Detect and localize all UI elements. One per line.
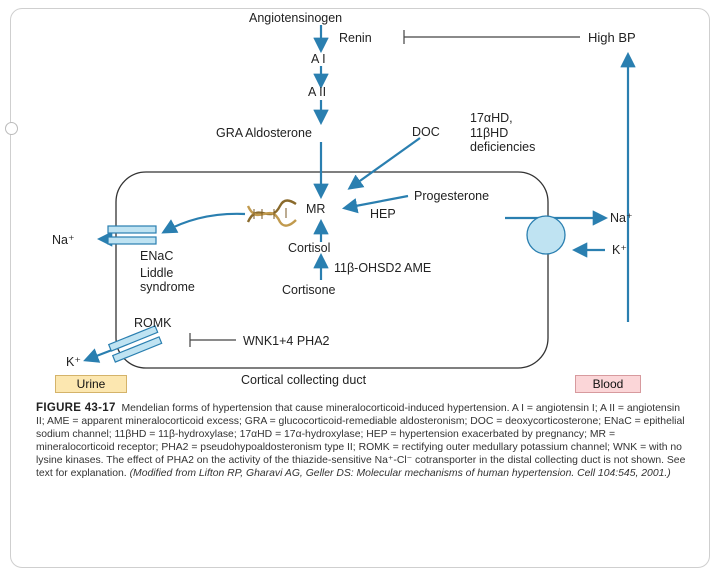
deficiency-label-3: deficiencies: [470, 140, 535, 154]
arrow-doc-to-mr: [347, 137, 421, 190]
liddle-label-2: syndrome: [140, 280, 195, 294]
channel-icon: [107, 325, 163, 363]
k-left-label: K⁺: [66, 355, 81, 369]
gra-aldosterone-label: GRA Aldosterone: [216, 126, 312, 140]
na-left-label: Na⁺: [52, 233, 75, 247]
caption-citation: (Modified from Lifton RP, Gharavi AG, Ge…: [129, 468, 671, 479]
pathway-diagram: Angiotensinogen Renin High BP A I A II G…: [52, 11, 636, 387]
deficiency-label-2: 11βHD: [470, 126, 508, 140]
caption-text: Mendelian forms of hypertension that cau…: [36, 403, 686, 479]
cortisone-label: Cortisone: [282, 283, 336, 297]
high-bp-label: High BP: [588, 30, 636, 45]
figure-caption: FIGURE 43-17 Mendelian forms of hyperten…: [36, 402, 688, 480]
channel-icon: [107, 225, 157, 245]
cortical-collecting-duct-label: Cortical collecting duct: [241, 373, 367, 387]
cortisol-label: Cortisol: [288, 241, 330, 255]
renin-label: Renin: [339, 31, 372, 45]
angiotensinogen-label: Angiotensinogen: [249, 11, 342, 25]
hep-label: HEP: [370, 207, 396, 221]
na-right-label: Na⁺: [610, 211, 633, 225]
k-right-label: K⁺: [612, 243, 627, 257]
romk-label: ROMK: [134, 316, 172, 330]
liddle-label-1: Liddle: [140, 266, 173, 280]
progesterone-label: Progesterone: [414, 189, 489, 203]
dna-helix-icon: [246, 199, 297, 227]
aii-label: A II: [308, 85, 326, 99]
inhibition-lines: [189, 30, 580, 347]
cascade-arrows: [83, 25, 636, 363]
wnk-pha2-label: WNK1+4 PHA2: [243, 334, 330, 348]
ohsd2-ame-label: 11β-OHSD2 AME: [334, 261, 431, 275]
arrow-k-to-urine: [83, 348, 113, 363]
mr-label: MR: [306, 202, 325, 216]
cell-outline: [115, 171, 549, 369]
enac-label: ENaC: [140, 249, 173, 263]
doc-label: DOC: [412, 125, 440, 139]
slide-bullet-dot: [5, 122, 18, 135]
arrow-progesterone-to-mr: [341, 194, 409, 214]
pump-circle-icon: [526, 215, 566, 255]
ai-label: A I: [311, 52, 326, 66]
blood-label: Blood: [575, 375, 641, 393]
deficiency-label-1: 17αHD,: [470, 111, 513, 125]
urine-label: Urine: [55, 375, 127, 393]
caption-title: FIGURE 43-17: [36, 402, 116, 414]
arrow-mr-to-enac: [161, 212, 246, 234]
